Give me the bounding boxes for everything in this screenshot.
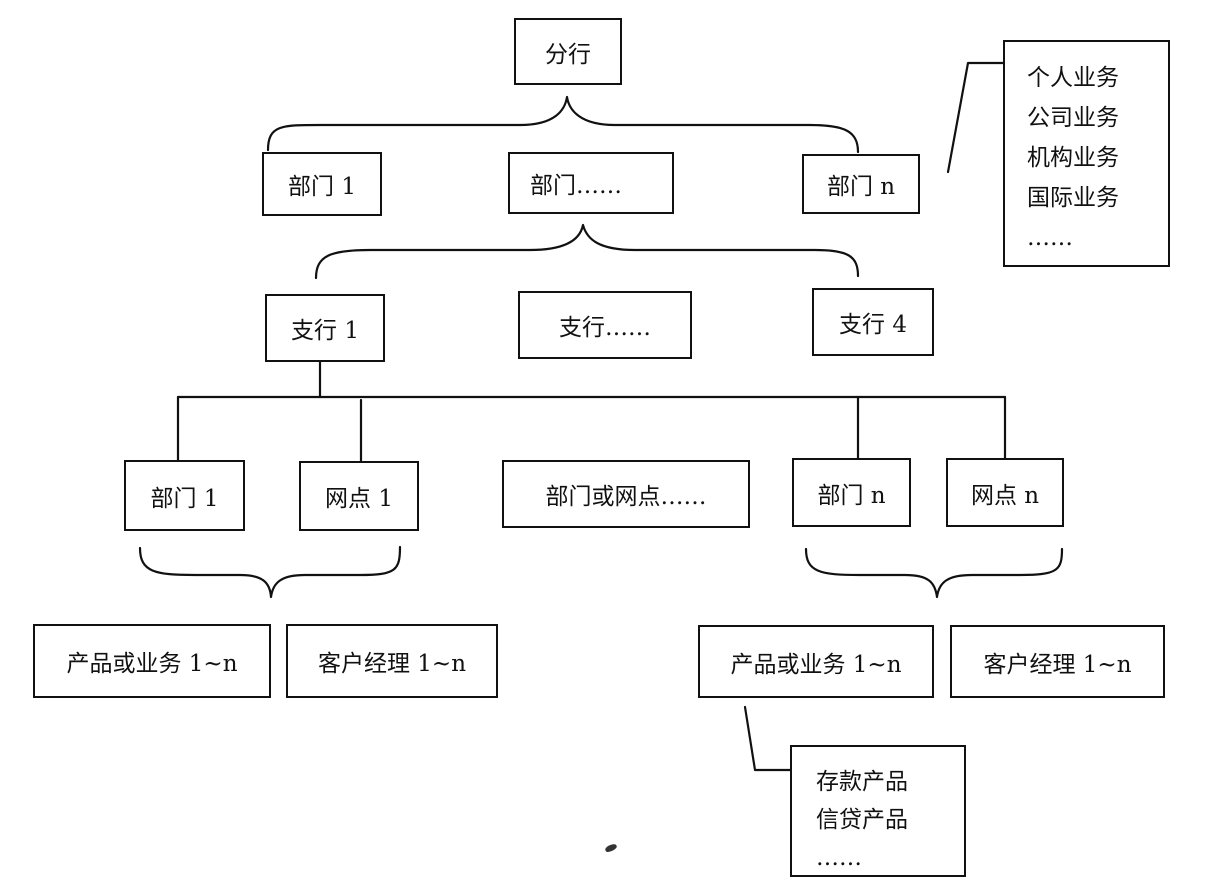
left-products-label: 产品或业务 1~n: [66, 651, 238, 677]
business-list-connector: [946, 61, 1005, 174]
left-products-box: 产品或业务 1~n: [33, 624, 271, 698]
sub-branch-4-box: 支行 4: [812, 288, 934, 356]
left-managers-box: 客户经理 1~n: [286, 624, 498, 698]
level3-dept-or-outlet-more-box: 部门或网点……: [502, 460, 750, 528]
product-item: 信贷产品: [816, 807, 908, 833]
brace-root: [266, 95, 860, 154]
level3-outlet-1-box: 网点 1: [299, 461, 419, 531]
level3-dept-1-label: 部门 1: [150, 485, 219, 512]
level3-dept-1-box: 部门 1: [124, 460, 245, 531]
product-list-connector: [743, 705, 792, 772]
sub-branch-4-label: 支行 4: [839, 312, 907, 338]
right-managers-label: 客户经理 1~n: [983, 651, 1132, 678]
business-item: ……: [1027, 225, 1073, 251]
level1-dept-1-box: 部门 1: [262, 152, 382, 216]
business-list-box: 个人业务 公司业务 机构业务 国际业务 ……: [1003, 40, 1170, 267]
level1-dept-more-box: 部门……: [508, 152, 674, 214]
brace-right: [804, 547, 1064, 599]
level1-dept-more-label: 部门……: [530, 173, 622, 199]
sub-branch-1-label: 支行 1: [291, 318, 359, 344]
business-item: 个人业务: [1027, 65, 1119, 91]
level3-dept-n-box: 部门 n: [792, 458, 911, 527]
business-item: 公司业务: [1027, 105, 1119, 131]
right-managers-box: 客户经理 1~n: [950, 625, 1165, 698]
level1-dept-n-box: 部门 n: [802, 154, 920, 214]
root-branch-label: 分行: [545, 41, 591, 68]
right-products-label: 产品或业务 1~n: [730, 651, 902, 678]
left-managers-label: 客户经理 1~n: [317, 651, 467, 677]
level3-dept-or-outlet-more-label: 部门或网点……: [545, 484, 707, 510]
business-item: 机构业务: [1027, 145, 1119, 171]
level3-outlet-n-box: 网点 n: [946, 458, 1064, 527]
sub-branch-more-label: 支行……: [559, 315, 651, 341]
business-item: 国际业务: [1027, 185, 1119, 211]
product-item: 存款产品: [816, 769, 908, 795]
sub-branch-1-box: 支行 1: [265, 294, 385, 362]
level1-dept-1-label: 部门 1: [288, 174, 356, 200]
right-products-box: 产品或业务 1~n: [698, 625, 934, 698]
level3-outlet-1-label: 网点 1: [325, 486, 393, 512]
product-item: ……: [816, 845, 862, 871]
brace-left: [138, 545, 402, 599]
root-branch-box: 分行: [514, 18, 622, 85]
level3-dept-n-label: 部门 n: [817, 482, 886, 509]
product-list-box: 存款产品 信贷产品 ……: [790, 745, 966, 877]
brace-level1: [314, 223, 860, 280]
level3-outlet-n-label: 网点 n: [970, 482, 1040, 509]
level1-dept-n-label: 部门 n: [826, 174, 896, 200]
sub-branch-more-box: 支行……: [518, 291, 692, 359]
